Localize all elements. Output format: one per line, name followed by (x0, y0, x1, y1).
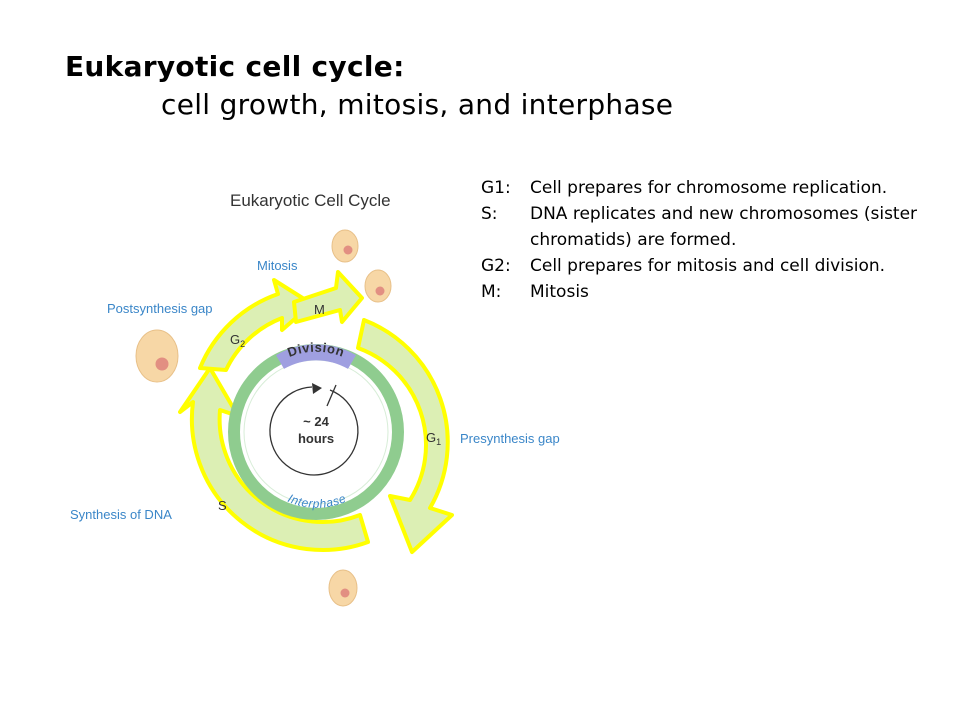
svg-text:G2: G2 (230, 332, 245, 349)
description-item-m: M: Mitosis (481, 279, 921, 305)
svg-text:Interphase: Interphase (286, 491, 348, 511)
clock-label-hours: hours (298, 431, 334, 446)
mitosis-label: Mitosis (257, 258, 298, 273)
postsynthesis-gap-label: Postsynthesis gap (107, 301, 213, 316)
clock-label-24: ~ 24 (303, 414, 329, 429)
slide-title: Eukaryotic cell cycle: (65, 50, 405, 83)
description-text: DNA replicates and new chromosomes (sist… (530, 204, 918, 250)
phase-g1-subscript: 1 (436, 437, 441, 447)
interphase-label: Interphase (286, 491, 348, 511)
cell-top (331, 229, 359, 263)
phase-s-label: S (218, 498, 227, 513)
synthesis-of-dna-label: Synthesis of DNA (70, 507, 172, 522)
g2-phase-arrow (198, 278, 314, 372)
phase-m-label: M (314, 302, 325, 317)
phase-g2-subscript: 2 (240, 339, 245, 349)
m-phase-arrow (292, 270, 364, 324)
cycle-arrows (178, 270, 454, 554)
division-band (276, 344, 356, 370)
slide-subtitle: cell growth, mitosis, and interphase (161, 88, 674, 121)
phase-g2-label: G (230, 332, 240, 347)
description-key: M: (481, 282, 502, 302)
presynthesis-gap-label: Presynthesis gap (460, 431, 560, 446)
division-label: Division (285, 340, 346, 360)
g1-phase-arrow (356, 318, 454, 554)
s-phase-arrow (178, 366, 370, 553)
description-item-g1: G1: Cell prepares for chromosome replica… (481, 175, 921, 201)
phase-g1-label: G (426, 430, 436, 445)
description-text: Mitosis (530, 282, 589, 302)
svg-text:Division: Division (285, 340, 346, 360)
description-key: G1: (481, 178, 511, 198)
description-key: S: (481, 204, 498, 224)
cell-left (135, 329, 179, 383)
diagram-title: Eukaryotic Cell Cycle (230, 191, 391, 210)
cell-cycle-diagram: Eukaryotic Cell Cycle Division Interphas… (70, 191, 560, 607)
description-key: G2: (481, 256, 511, 276)
cell-top-right (364, 269, 392, 303)
cell-bottom (328, 569, 358, 607)
phase-description-list: G1: Cell prepares for chromosome replica… (481, 175, 921, 305)
description-text: Cell prepares for chromosome replication… (530, 178, 888, 198)
description-item-g2: G2: Cell prepares for mitosis and cell d… (481, 253, 921, 279)
svg-text:G1: G1 (426, 430, 441, 447)
description-text: Cell prepares for mitosis and cell divis… (530, 256, 886, 276)
clock-cycle: ~ 24 hours (269, 383, 359, 476)
description-item-s: S: DNA replicates and new chromosomes (s… (481, 201, 921, 253)
